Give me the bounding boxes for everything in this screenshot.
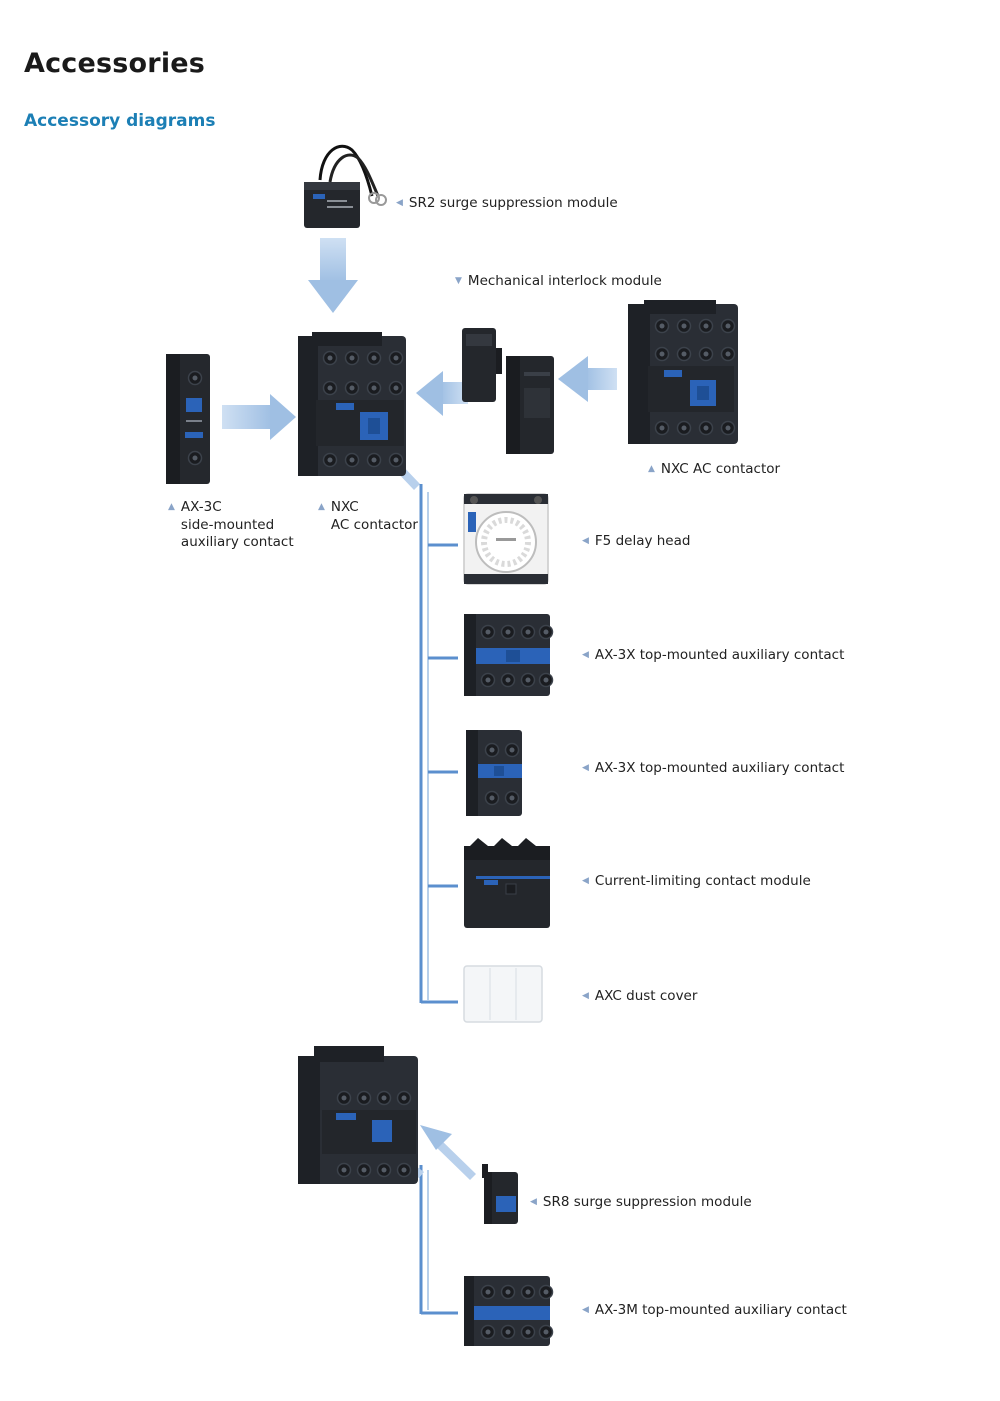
triangle-down-icon: ▼ bbox=[455, 276, 462, 286]
nxc-right-contactor-image bbox=[628, 300, 738, 444]
arrow-down-sr2 bbox=[308, 238, 358, 313]
sr2-surge-module-image bbox=[304, 144, 387, 228]
ax3c-side-contact-image bbox=[166, 354, 210, 484]
label-dust-cover: ◀AXC dust cover bbox=[582, 988, 698, 1004]
arrow-left-nxc-right bbox=[558, 356, 617, 402]
triangle-left-icon: ◀ bbox=[396, 198, 403, 208]
f5-delay-head-image bbox=[463, 493, 549, 585]
label-sr8: ◀SR8 surge suppression module bbox=[530, 1194, 752, 1210]
dust-cover-image bbox=[463, 965, 543, 1023]
ax3x-2pole-image bbox=[466, 730, 522, 816]
triangle-left-icon: ◀ bbox=[582, 876, 589, 886]
arrow-left-interlock bbox=[416, 371, 468, 416]
triangle-up-icon: ▲ bbox=[318, 502, 325, 512]
triangle-up-icon: ▲ bbox=[648, 464, 655, 474]
interlock-module-image bbox=[462, 328, 554, 454]
triangle-left-icon: ◀ bbox=[582, 650, 589, 660]
label-sr2: ◀SR2 surge suppression module bbox=[396, 195, 618, 211]
sr8-surge-module-image bbox=[482, 1164, 518, 1224]
page-title: Accessories bbox=[24, 48, 206, 79]
triangle-left-icon: ◀ bbox=[530, 1197, 537, 1207]
connector-tree-top bbox=[419, 484, 458, 1004]
ax3m-contact-image bbox=[464, 1276, 554, 1346]
current-limiting-module-image bbox=[464, 838, 550, 928]
label-interlock: ▼Mechanical interlock module bbox=[455, 273, 662, 289]
triangle-left-icon: ◀ bbox=[582, 763, 589, 773]
label-ax3c: ▲ AX-3C side-mounted auxiliary contact bbox=[168, 499, 294, 550]
connector-tree-bottom bbox=[419, 1165, 458, 1315]
label-current-limit: ◀Current-limiting contact module bbox=[582, 873, 811, 889]
section-title: Accessory diagrams bbox=[24, 111, 216, 131]
triangle-up-icon: ▲ bbox=[168, 502, 175, 512]
triangle-left-icon: ◀ bbox=[582, 536, 589, 546]
ax3x-4pole-image bbox=[464, 614, 554, 696]
nxc-center-contactor-image bbox=[298, 332, 406, 476]
nxc-bottom-contactor-image bbox=[298, 1046, 418, 1184]
label-f5: ◀F5 delay head bbox=[582, 533, 691, 549]
label-ax3x-b: ◀AX-3X top-mounted auxiliary contact bbox=[582, 760, 845, 776]
arrow-diagonal-sr8 bbox=[420, 1125, 476, 1180]
triangle-left-icon: ◀ bbox=[582, 991, 589, 1001]
label-ax3m: ◀AX-3M top-mounted auxiliary contact bbox=[582, 1302, 847, 1318]
label-nxc-center: ▲ NXC AC contactor bbox=[318, 499, 418, 533]
label-nxc-right: ▲NXC AC contactor bbox=[648, 461, 781, 477]
arrow-right-ax3c bbox=[222, 394, 296, 440]
triangle-left-icon: ◀ bbox=[582, 1305, 589, 1315]
label-ax3x-a: ◀AX-3X top-mounted auxiliary contact bbox=[582, 647, 845, 663]
